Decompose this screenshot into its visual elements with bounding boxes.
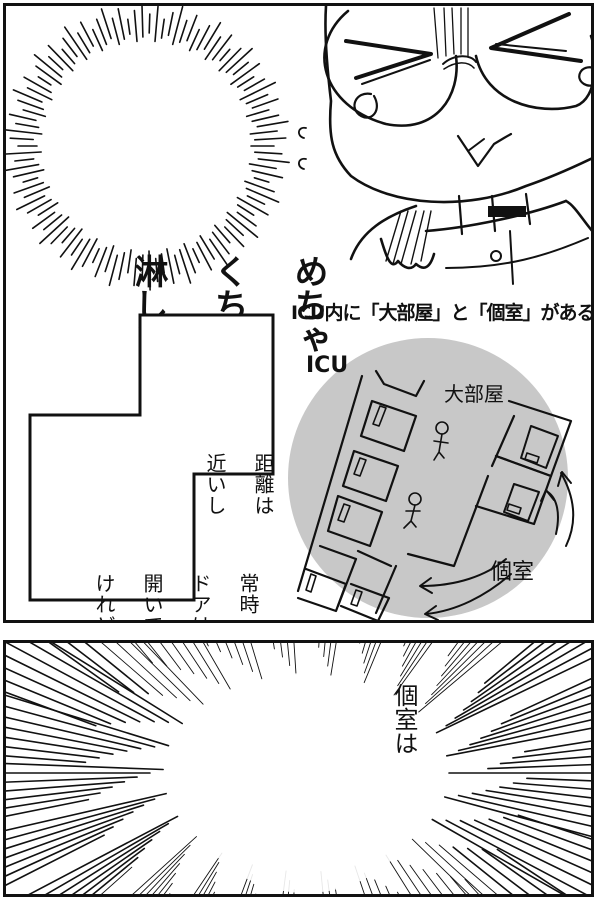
narration-line: 近いし [203, 453, 227, 516]
narration-line: 開いてる [140, 573, 164, 623]
private-room-label: 個室 [490, 560, 535, 585]
narration-col-2: 常時 ドアは 開いてる けれど [68, 473, 284, 623]
burst-bubble-lines [6, 6, 568, 618]
narration-line: 距離は [251, 453, 275, 516]
icu-floor-diagram [296, 369, 575, 620]
speed-lines [6, 643, 591, 894]
icu-label: ICU [306, 353, 349, 378]
big-shout-text: 人の声が 遠い！ [244, 663, 544, 894]
collar-button-band [488, 206, 526, 217]
large-room-label: 大部屋 [444, 382, 504, 406]
narration-box [28, 313, 275, 602]
narration-line: けれど [92, 573, 116, 623]
narration-line: ドアは [188, 573, 212, 623]
shout-line-1: めちゃ [288, 254, 328, 356]
narration-col-1: 距離は 近いし [179, 353, 299, 516]
manga-panel-2: 個室は 人の声が 遠い！ [3, 640, 594, 897]
icu-caption: ICU内に「大部屋」と「個室」がある [291, 302, 594, 324]
manga-panel-1: めちゃ くちゃ 淋しい!! ICU内に「大部屋」と「個室」がある ICU [3, 3, 594, 623]
icu-area-circle [288, 338, 568, 618]
private-room-text: 個室は [390, 683, 418, 755]
character-drawing [298, 6, 591, 285]
narration-line: 常時 [236, 573, 260, 615]
